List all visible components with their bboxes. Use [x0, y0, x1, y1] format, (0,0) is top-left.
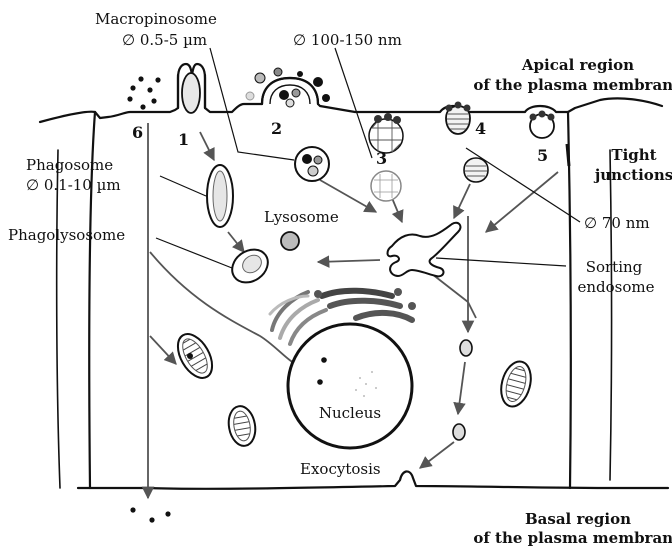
cargo-dot	[530, 114, 537, 121]
left-lateral-membrane-outer	[57, 150, 60, 488]
cargo-dot	[548, 114, 555, 121]
cargo-dot	[539, 111, 546, 118]
phagocytosis-arrow	[200, 132, 214, 160]
golgi-apparatus	[314, 288, 416, 320]
phagosome-inner	[213, 171, 227, 221]
recycling-arrow-down-2	[458, 362, 465, 414]
phagolysosome-to-nucleus-route	[150, 252, 302, 368]
fluid-particle	[274, 68, 282, 76]
phagosome-label: Phagosome	[26, 156, 113, 174]
basal-region-label-line2: of the plasma membrane	[473, 529, 672, 547]
macropinosome-content	[302, 154, 312, 164]
fluid-particle	[246, 92, 254, 100]
pathway-number-6: 6	[132, 123, 143, 142]
clathrin-coated-pit	[369, 119, 403, 153]
cargo-dot	[464, 105, 471, 112]
right-lateral-membrane	[568, 112, 571, 488]
right-lateral-membrane-outer	[610, 150, 612, 480]
transcytosis-branch-arrow	[150, 336, 176, 364]
phagolysosome-leader	[156, 238, 232, 268]
transcytosis-particles-bottom	[130, 507, 170, 522]
nucleus-particle	[317, 379, 323, 385]
phagosome-to-phagolysosome-arrow	[228, 232, 244, 252]
tight-junctions-label: Tight	[611, 146, 656, 164]
nucleus-particle	[321, 357, 327, 363]
sorting-endosome-label-line2: endosome	[578, 278, 655, 296]
fluid-particle	[279, 90, 289, 100]
cargo-dot	[393, 116, 401, 124]
clathrin-to-endosome-arrow	[392, 198, 402, 222]
cargo-dot	[384, 113, 392, 121]
macropinosome-size-label: ∅ 0.5-5 µm	[122, 31, 207, 49]
cargo-dot	[446, 105, 453, 112]
pathway-number-3: 3	[376, 149, 387, 168]
cargo-dot	[455, 102, 462, 109]
exocytosis-arrow	[420, 442, 454, 468]
vesicle-size-label: ∅ 100-150 nm	[293, 31, 402, 49]
phagocytic-particle	[182, 73, 200, 113]
vesicle-size-leader	[335, 48, 372, 158]
recycling-vesicle	[460, 340, 472, 356]
mitochondrion	[171, 328, 219, 384]
tight-junction-mark	[567, 144, 569, 166]
pathway-number-2: 2	[271, 119, 282, 138]
phagosome-leader	[160, 176, 206, 196]
fluid-particle	[286, 99, 294, 107]
caveolae-size-label: ∅ 70 nm	[584, 214, 650, 232]
sorting-endosome	[388, 223, 461, 277]
caveolar-vesicle	[464, 158, 488, 182]
cargo-dot	[374, 115, 382, 123]
basal-region-label: Basal region	[525, 510, 631, 528]
vesicle-5-to-endosome-arrow	[486, 172, 558, 232]
mitochondrion	[226, 404, 259, 448]
sorting-endosome-leader	[436, 258, 566, 266]
fluid-particle	[322, 94, 330, 102]
recycling-route-line	[468, 216, 476, 318]
pathway-number-1: 1	[178, 130, 189, 149]
apical-region-label: Apical region	[521, 56, 634, 74]
phagolysosome	[226, 243, 274, 289]
tight-junctions-label-line2: junctions	[593, 166, 672, 184]
sorting-branch-line	[432, 274, 468, 302]
macropinosome-content	[308, 166, 318, 176]
exocytosis-label: Exocytosis	[300, 460, 381, 478]
fluid-particle	[255, 73, 265, 83]
phagosome-size-label: ∅ 0.1-10 µm	[26, 176, 121, 194]
fluid-particle	[292, 89, 300, 97]
lysosome	[281, 232, 299, 250]
clathrin-vesicle	[371, 171, 401, 201]
fluid-particle	[313, 77, 323, 87]
lysosome-label: Lysosome	[264, 208, 339, 226]
transcytosis-particles-top	[127, 76, 160, 109]
caveolae-size-leader	[466, 148, 580, 222]
pathway-number-5: 5	[537, 146, 548, 165]
caveola-to-endosome-arrow	[454, 184, 470, 218]
endosome-to-lysosome-arrow	[318, 260, 380, 262]
apical-region-label-line2: of the plasma membrane	[473, 76, 672, 94]
nucleus-label: Nucleus	[319, 404, 381, 422]
recycling-vesicle	[453, 424, 465, 440]
phagolysosome-label: Phagolysosome	[8, 226, 125, 244]
nucleus	[288, 324, 412, 448]
sorting-endosome-label: Sorting	[586, 258, 643, 276]
mitochondrion	[497, 358, 536, 410]
macropinosome-label: Macropinosome	[95, 10, 217, 28]
fluid-particle	[297, 71, 303, 77]
macropinosome-content	[314, 156, 322, 164]
pathway-number-4: 4	[475, 119, 486, 138]
